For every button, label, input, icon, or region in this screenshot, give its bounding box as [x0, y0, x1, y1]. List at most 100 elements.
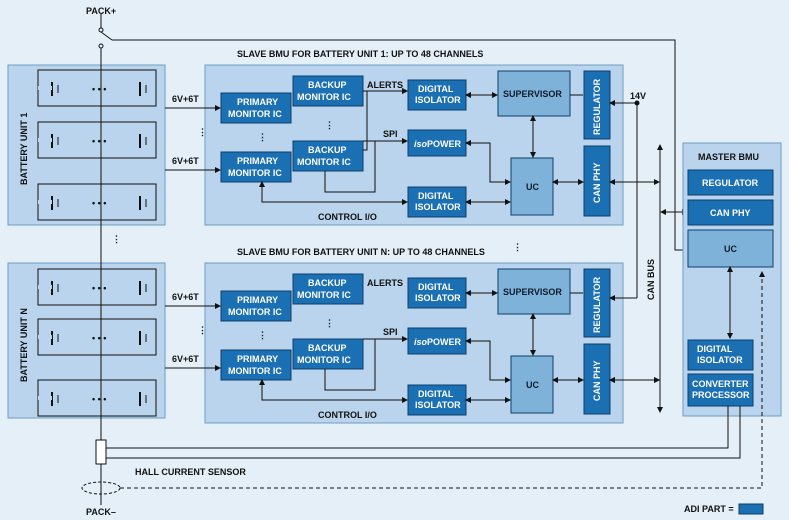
block-label: PRIMARY — [237, 97, 278, 107]
block-label: MONITOR IC — [228, 109, 282, 119]
current-sense-line — [120, 271, 765, 489]
can-bus-label: CAN BUS — [646, 259, 656, 300]
block-label: CONTROL I/O — [318, 212, 377, 222]
block-label: UC — [526, 182, 539, 192]
block-label: REGULATOR — [592, 78, 602, 135]
channel-ellipsis: ⋮ — [198, 325, 207, 335]
svg-text:ISOLATOR: ISOLATOR — [697, 355, 743, 365]
isopower-label: isoPOWER — [414, 139, 462, 149]
block-label: SLAVE BMU FOR BATTERY UNIT 1: UP TO 48 C… — [237, 49, 483, 59]
supervisor — [497, 268, 571, 315]
block-label: MONITOR IC — [228, 366, 282, 376]
block-label: CAN PHY — [592, 162, 602, 203]
hall-current-sensor — [95, 439, 107, 465]
block-label: SPI — [383, 129, 398, 139]
digital-isolator — [407, 186, 467, 218]
master-converter-processor — [687, 373, 754, 407]
slave-ellipsis: ⋮ — [513, 242, 522, 252]
battery-cell-group: • • • — [37, 121, 157, 159]
14v-label: 14V — [630, 91, 646, 101]
battery-cell-group: • • • — [37, 69, 157, 107]
slave-bmus: SLAVE BMU FOR BATTERY UNIT 1: UP TO 48 C… — [165, 49, 688, 424]
battery-cell-group: • • • — [37, 268, 157, 306]
block-label: CONTROL I/O — [318, 410, 377, 420]
master-uc — [687, 229, 774, 268]
svg-text:CONVERTER: CONVERTER — [692, 379, 749, 389]
block-label: UC — [526, 380, 539, 390]
block-label: DIGITAL — [418, 191, 454, 201]
block-label: PRIMARY — [237, 295, 278, 305]
pack-plus-label: PACK+ — [86, 6, 116, 16]
isopower — [407, 327, 467, 355]
master-digital-isolator — [687, 339, 754, 371]
block-label: ISOLATOR — [415, 202, 461, 212]
battery-unit-1-label: BATTERY UNIT 1 — [19, 113, 29, 185]
block-label: DIGITAL — [418, 389, 454, 399]
block-label: MONITOR IC — [297, 355, 351, 365]
master-bmu-title: MASTER BMU — [698, 152, 759, 162]
uc — [510, 157, 554, 216]
block-label: BACKUP — [308, 343, 347, 353]
isopower — [407, 129, 467, 157]
channel-ellipsis: ⋮ — [198, 127, 207, 137]
svg-text:UC: UC — [724, 244, 737, 254]
cell-ellipsis: • • • — [92, 84, 106, 94]
backup-monitor-ic — [292, 273, 364, 305]
slave-bmu-1: SLAVE BMU FOR BATTERY UNIT 1: UP TO 48 C… — [165, 49, 660, 226]
block-label: BACKUP — [308, 278, 347, 288]
block-label: 6V+6T — [172, 156, 199, 166]
unit-ellipsis: ⋮ — [112, 234, 121, 244]
block-label: MONITOR IC — [297, 157, 351, 167]
block-label: ISOLATOR — [415, 95, 461, 105]
pack-minus-label: PACK– — [86, 507, 116, 517]
block-label: SPI — [383, 327, 398, 337]
legend-label: ADI PART = — [684, 504, 734, 514]
backup-ellipsis: ⋮ — [325, 318, 334, 328]
block-label: ALERTS — [367, 80, 403, 90]
slave-bmu-n: SLAVE BMU FOR BATTERY UNIT N: UP TO 48 C… — [165, 88, 660, 424]
battery-cells: • • •• • •• • •• • •• • •• • • — [37, 69, 157, 417]
svg-text:DIGITAL: DIGITAL — [697, 344, 733, 354]
digital-isolator — [407, 79, 467, 111]
regulator — [583, 268, 611, 338]
block-label: PRIMARY — [237, 354, 278, 364]
monitor-ellipsis: ⋮ — [258, 132, 267, 142]
battery-unit-n-panel — [7, 262, 166, 419]
legend: ADI PART = — [684, 503, 764, 515]
backup-ellipsis: ⋮ — [325, 120, 334, 130]
cell-ellipsis: • • • — [92, 283, 106, 293]
master-can-phy — [687, 199, 774, 226]
battery-cell-group: • • • — [37, 318, 157, 356]
cell-ellipsis: • • • — [92, 198, 106, 208]
block-label: 6V+6T — [172, 354, 199, 364]
cell-ellipsis: • • • — [92, 333, 106, 343]
can-phy — [583, 343, 611, 415]
svg-text:REGULATOR: REGULATOR — [702, 178, 759, 188]
primary-monitor-ic — [220, 290, 292, 322]
block-label: DIGITAL — [418, 282, 454, 292]
supervisor — [497, 70, 571, 117]
cell-ellipsis: • • • — [92, 136, 106, 146]
block-label: PRIMARY — [237, 156, 278, 166]
battery-unit-1: BATTERY UNIT 1 — [7, 64, 166, 226]
block-label: CAN PHY — [592, 360, 602, 401]
primary-monitor-ic — [220, 151, 292, 183]
block-label: ISOLATOR — [415, 400, 461, 410]
switch-control-line — [112, 39, 688, 251]
backup-monitor-ic — [292, 140, 364, 172]
sensor-line-1 — [106, 406, 729, 449]
monitor-ellipsis: ⋮ — [258, 330, 267, 340]
block-label: ISOLATOR — [415, 293, 461, 303]
battery-unit-n-label: BATTERY UNIT N — [19, 308, 29, 382]
master-bmu: MASTER BMU REGULATOR CAN PHY UC DIGITAL … — [682, 142, 782, 417]
battery-unit-1-panel — [7, 64, 166, 226]
sensor-line-2 — [106, 406, 741, 459]
block-label: 6V+6T — [172, 94, 199, 104]
block-label: REGULATOR — [592, 276, 602, 333]
regulator — [583, 70, 611, 140]
block-label: BACKUP — [308, 80, 347, 90]
block-label: MONITOR IC — [297, 92, 351, 102]
svg-text:PROCESSOR: PROCESSOR — [692, 390, 750, 400]
primary-monitor-ic — [220, 92, 292, 124]
